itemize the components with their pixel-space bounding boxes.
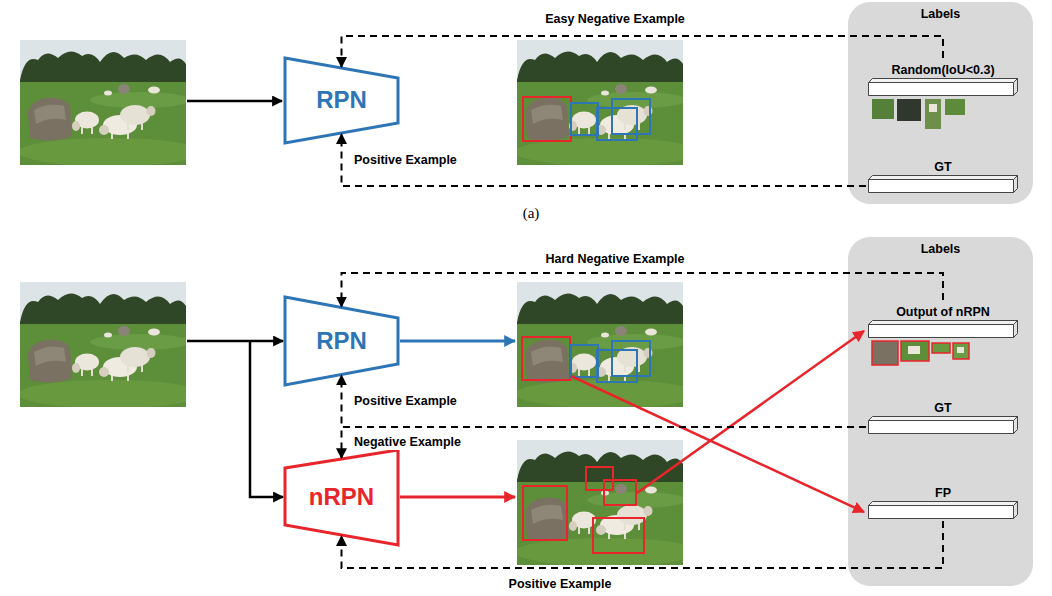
bar-front (869, 83, 1014, 96)
trapezoid-shape (285, 450, 398, 545)
dashed-connector (342, 375, 867, 427)
bar-front (869, 325, 1014, 338)
edge-label-holder: Easy Negative Example (543, 9, 687, 27)
red-box (586, 467, 613, 490)
crop-sample (897, 99, 921, 121)
nrpn-label-arrow (637, 331, 864, 493)
rpn-block: RPN (285, 297, 398, 385)
crop-detail (908, 346, 920, 354)
blue-box (571, 103, 598, 135)
red-box (604, 480, 636, 505)
input-photo (18, 282, 202, 408)
bar-top (869, 176, 1018, 180)
bar-side (1014, 321, 1018, 338)
red-box (523, 97, 571, 141)
edge-label: Hard Negative Example (544, 252, 687, 267)
nrpn-output-photo (515, 440, 699, 566)
crop-sample (945, 99, 965, 115)
edge-label: Positive Example (352, 394, 459, 409)
input-arrow (187, 100, 282, 103)
red-box (593, 518, 644, 553)
crop-sample (925, 99, 941, 129)
bar-graphic (868, 416, 1018, 434)
edge-label-holder: Positive Example (507, 574, 614, 592)
bar-side (1014, 176, 1018, 193)
bar-side (1014, 79, 1018, 96)
bar-front (869, 421, 1014, 434)
crop-sample (932, 343, 950, 353)
crop-sample (901, 341, 929, 361)
crop-detail (957, 347, 964, 353)
label-bar: FP (868, 483, 1018, 519)
bar-front (869, 506, 1014, 519)
blue-box (612, 341, 650, 376)
node-label: FP (935, 486, 951, 501)
panel-label: (a) (523, 204, 540, 222)
red-box (522, 337, 570, 380)
blue-box (612, 99, 650, 134)
crop-sample (872, 341, 898, 365)
fp-arrow (571, 376, 864, 512)
bar-front (869, 180, 1014, 193)
bar-graphic (868, 501, 1018, 519)
edge-label-holder: Positive Example (352, 391, 459, 409)
edge-label-holder: Positive Example (352, 150, 459, 168)
edge-label-holder: Negative Example (352, 432, 463, 450)
node-label: Labels (921, 242, 961, 257)
labels-panel: LabelsOutput of nRPN GT FP (848, 237, 1033, 586)
label-bar: GT (868, 157, 1018, 193)
dashed-connector (342, 134, 867, 186)
input-arrow (187, 340, 283, 343)
bar-side (1014, 502, 1018, 519)
bar-top (869, 79, 1018, 83)
bar-graphic (868, 175, 1018, 193)
node-label: GT (934, 160, 951, 175)
node-label: RPN (316, 327, 367, 356)
rpn-output-photo (515, 282, 699, 408)
node-label: RPN (316, 86, 367, 115)
input-photo (18, 40, 202, 166)
edge-label: Easy Negative Example (543, 12, 687, 27)
trapezoid-shape (285, 58, 398, 143)
blue-box (597, 108, 637, 140)
crop-sample (953, 343, 969, 359)
label-bar: GT (868, 398, 1018, 434)
bar-graphic (868, 78, 1018, 96)
blue-box (571, 345, 598, 377)
node-label: Labels (921, 7, 961, 22)
bar-top (869, 502, 1018, 506)
node-label: GT (934, 401, 951, 416)
dashed-connector (342, 427, 867, 458)
input-arrow (250, 341, 283, 497)
label-bar: Random(IoU<0.3) (868, 60, 1018, 96)
bar-side (1014, 417, 1018, 434)
bar-top (869, 321, 1018, 325)
crop-sample (872, 99, 894, 119)
crop-detail (929, 104, 937, 112)
caption-holder: (a) (523, 204, 540, 222)
edge-label: Negative Example (352, 435, 463, 450)
rpn-block: RPN (285, 58, 398, 143)
bar-graphic (868, 320, 1018, 338)
nrpn-output-arrow (400, 496, 515, 499)
nrpn-block: nRPN (285, 450, 398, 545)
bar-top (869, 417, 1018, 421)
edge-label-holder: Hard Negative Example (544, 249, 687, 267)
label-bar: Output of nRPN (868, 302, 1018, 338)
node-label: nRPN (309, 483, 374, 512)
red-box (523, 486, 567, 540)
edge-label: Positive Example (352, 153, 459, 168)
trapezoid-shape (285, 297, 398, 385)
node-label: Output of nRPN (896, 305, 990, 320)
rpn-output-arrow (400, 340, 515, 343)
edge-label: Positive Example (507, 577, 614, 592)
node-label: Random(IoU<0.3) (891, 63, 994, 78)
blue-box (597, 350, 637, 382)
rpn-output-photo (515, 40, 699, 166)
